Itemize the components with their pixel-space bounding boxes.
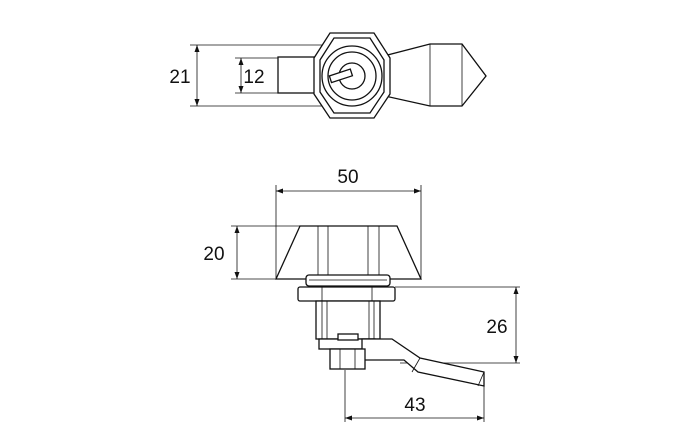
- hex-nut-side: [297, 286, 396, 302]
- lock-body-side: [274, 225, 423, 280]
- dim-21-label: 21: [169, 67, 190, 88]
- dim-20-label: 20: [203, 244, 224, 265]
- dim-26-label: 26: [486, 317, 507, 338]
- handle-left-stub: [277, 56, 319, 94]
- dim-12-label: 12: [243, 67, 264, 88]
- cam-arm: [361, 338, 485, 387]
- key-slot: [328, 68, 354, 84]
- threaded-barrel: [315, 300, 381, 340]
- side-view: 50 20 26 43: [203, 167, 520, 422]
- washer: [305, 274, 391, 287]
- top-view: 21 12: [169, 32, 487, 119]
- retaining-screw: [329, 348, 366, 370]
- dim-50-label: 50: [337, 167, 358, 188]
- dim-43-label: 43: [404, 395, 425, 416]
